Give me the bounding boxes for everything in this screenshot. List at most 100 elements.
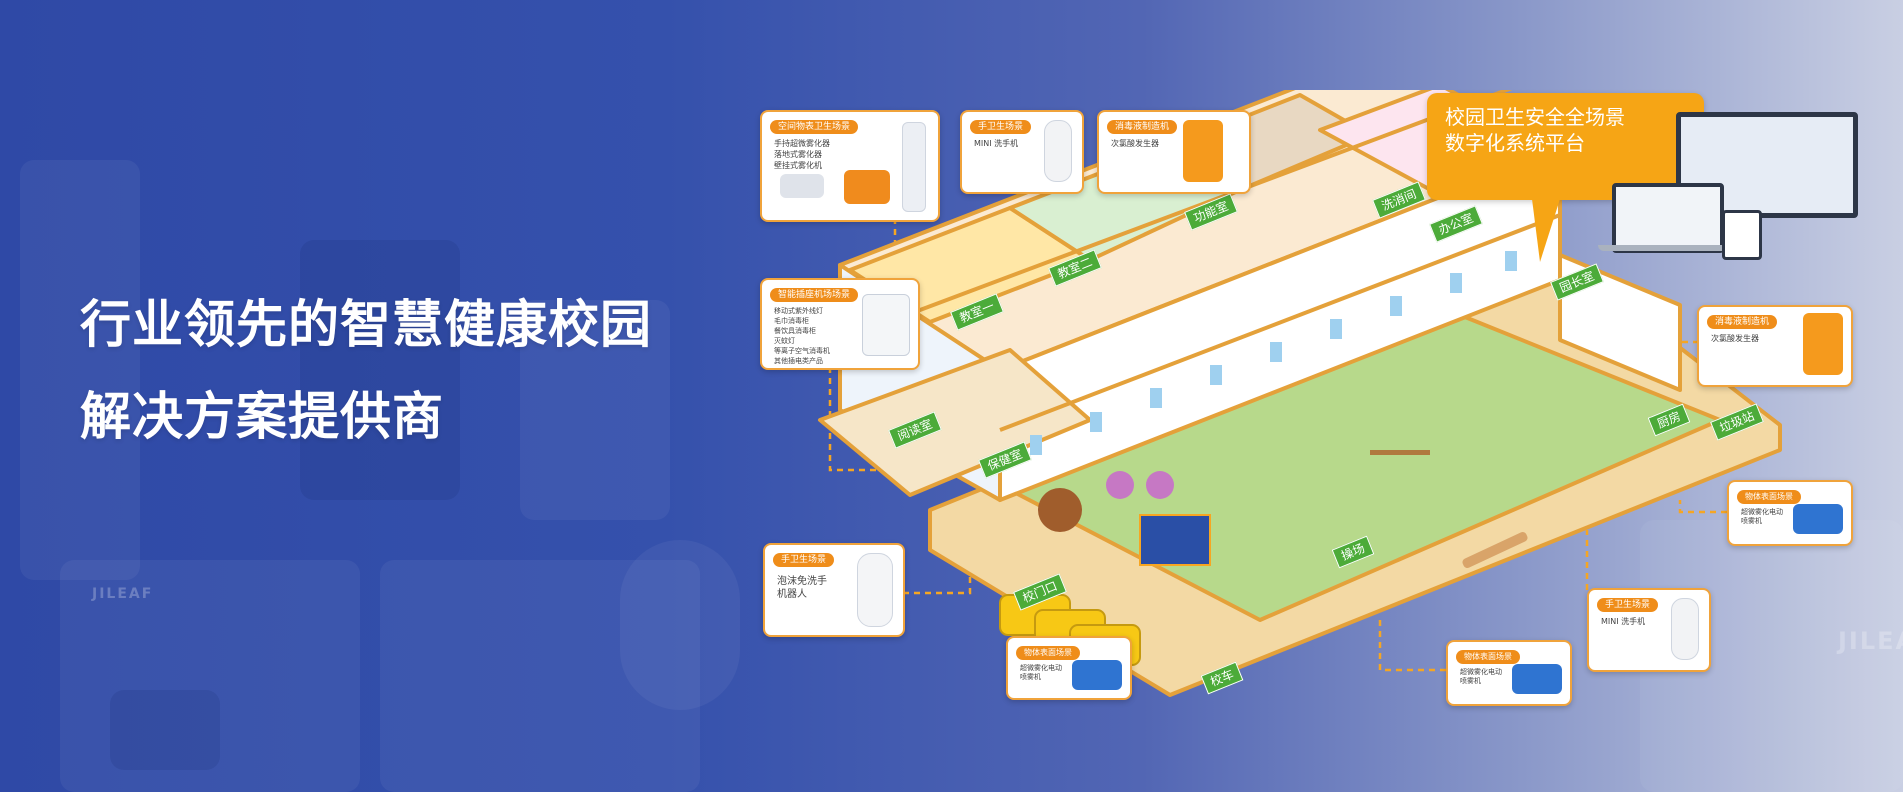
callout-product-item: 喷雾机: [1741, 517, 1762, 525]
floor-atomizer-image: [844, 170, 890, 204]
callout-title: 物体表面场景: [1456, 650, 1520, 664]
hypochlorous-generator-image: [1183, 120, 1223, 182]
callout-product-item: 喷雾机: [1460, 677, 1481, 685]
sculpture: [1106, 471, 1134, 499]
callout-product-item: 毛巾消毒柜: [774, 317, 809, 325]
callout-product-list: 超微雾化电动 喷雾机: [1460, 668, 1502, 686]
connector-line: [1678, 500, 1727, 514]
callout-product-list: 手持超微雾化器 落地式雾化器 壁挂式雾化机: [774, 138, 830, 171]
callout-product-item: 等离子空气消毒机: [774, 347, 830, 355]
background-product-silhouette: [520, 300, 670, 520]
callout-title: 智能插座机场场景: [770, 288, 859, 302]
slide: [1462, 531, 1528, 569]
callout-title: 物体表面场景: [1737, 490, 1801, 504]
platform-title-line-2: 数字化系统平台: [1445, 131, 1585, 155]
electric-sprayer-image: [1072, 660, 1122, 690]
callout-product-list: 次氯酸发生器: [1711, 333, 1759, 344]
window: [1330, 319, 1342, 339]
callout-product-item: 次氯酸发生器: [1711, 334, 1759, 343]
callout-product-item: 其他插电类产品: [774, 357, 823, 365]
platform-dashboard-laptop: [1612, 183, 1724, 253]
electric-sprayer-image: [1793, 504, 1843, 534]
window: [1390, 296, 1402, 316]
callout-product-item: 移动式紫外线灯: [774, 307, 823, 315]
callout-product-list: 移动式紫外线灯 毛巾消毒柜 餐饮具消毒柜 灭蚊灯 等离子空气消毒机 其他插电类产…: [774, 306, 830, 366]
window: [1030, 435, 1042, 455]
background-product-silhouette: [20, 160, 140, 580]
callout-product-item: 喷雾机: [1020, 673, 1041, 681]
callout-product-item: 落地式雾化器: [774, 150, 822, 159]
window: [1450, 273, 1462, 293]
sculpture: [1146, 471, 1174, 499]
platform-dashboard-tablet: [1722, 210, 1762, 260]
platform-dashboard-monitor: [1676, 112, 1858, 218]
digital-platform-panel: 校园卫生安全全场景 数字化系统平台: [1427, 93, 1704, 200]
background-product-silhouette: [620, 540, 740, 710]
callout-product-item: 超微雾化电动: [1020, 664, 1062, 672]
callout-title: 消毒液制造机: [1107, 120, 1178, 134]
handheld-atomizer-image: [780, 174, 824, 198]
connector-line: [1378, 620, 1446, 672]
callout-product-list: MINI 洗手机: [974, 138, 1018, 149]
mini-hand-washer-image: [1044, 120, 1072, 182]
hero-heading-line-1: 行业领先的智慧健康校园: [80, 296, 653, 355]
callout-title: 手卫生场景: [970, 120, 1032, 134]
callout-product-item: 灭蚊灯: [774, 337, 795, 345]
callout-space-surface-hygiene: 空间物表卫生场景 手持超微雾化器 落地式雾化器 壁挂式雾化机: [760, 110, 940, 222]
callout-product-item: 泡沫免洗手: [777, 576, 827, 587]
callout-surface-sprayer-right: 物体表面场景 超微雾化电动 喷雾机: [1727, 480, 1853, 546]
callout-product-item: 次氯酸发生器: [1111, 139, 1159, 148]
callout-surface-sprayer-bottom-right: 物体表面场景 超微雾化电动 喷雾机: [1446, 640, 1572, 706]
window: [1505, 251, 1517, 271]
mascot: [1038, 488, 1082, 532]
info-screen: [1139, 514, 1211, 566]
electric-sprayer-image: [1512, 664, 1562, 694]
hero-heading: 行业领先的智慧健康校园 解决方案提供商: [80, 280, 652, 464]
foam-hand-robot-image: [857, 553, 893, 627]
callout-product-list: 超微雾化电动 喷雾机: [1741, 508, 1783, 526]
window: [1270, 342, 1282, 362]
callout-product-item: 机器人: [777, 589, 807, 600]
mini-hand-washer-image: [1671, 598, 1699, 660]
window: [1090, 412, 1102, 432]
callout-title: 手卫生场景: [773, 553, 835, 567]
callout-disinfectant-generator-top: 消毒液制造机 次氯酸发生器: [1097, 110, 1251, 194]
callout-title: 消毒液制造机: [1707, 315, 1778, 329]
callout-title: 空间物表卫生场景: [770, 120, 859, 134]
callout-product-item: 壁挂式雾化机: [774, 161, 822, 170]
callout-product-item: 手持超微雾化器: [774, 139, 830, 148]
callout-product-list: 次氯酸发生器: [1111, 138, 1159, 149]
callout-product-list: 泡沫免洗手 机器人: [777, 575, 827, 601]
callout-title: 手卫生场景: [1597, 598, 1659, 612]
platform-laptop-base: [1598, 245, 1734, 251]
callout-product-item: 超微雾化电动: [1460, 668, 1502, 676]
connector-line: [828, 356, 900, 472]
kitchen-block: [1558, 253, 1682, 392]
connector-line: [893, 218, 1012, 268]
callout-product-item: MINI 洗手机: [974, 139, 1019, 148]
callout-disinfectant-generator-right: 消毒液制造机 次氯酸发生器: [1697, 305, 1853, 387]
background-product-silhouette: [110, 690, 220, 770]
background-brand-logo: JILEAF: [92, 586, 154, 602]
window: [1210, 365, 1222, 385]
callout-hand-hygiene-mini-right: 手卫生场景 MINI 洗手机: [1587, 588, 1711, 672]
wall-atomizer-image: [902, 122, 926, 212]
background-product-silhouette: [300, 240, 460, 500]
callout-product-item: 超微雾化电动: [1741, 508, 1783, 516]
smart-socket-image: [862, 294, 910, 356]
hypochlorous-generator-image: [1803, 313, 1843, 375]
floor-divider: [999, 213, 1561, 432]
callout-hand-hygiene-mini: 手卫生场景 MINI 洗手机: [960, 110, 1084, 194]
swing-frame: [1370, 450, 1430, 455]
callout-product-item: MINI 洗手机: [1601, 617, 1646, 626]
window: [1150, 388, 1162, 408]
background-product-silhouette: [60, 560, 360, 792]
background-product-silhouette: [380, 560, 700, 792]
callout-smart-socket: 智能插座机场场景 移动式紫外线灯 毛巾消毒柜 餐饮具消毒柜 灭蚊灯 等离子空气消…: [760, 278, 920, 370]
callout-product-item: 餐饮具消毒柜: [774, 327, 816, 335]
callout-title: 物体表面场景: [1016, 646, 1080, 660]
hero-heading-line-2: 解决方案提供商: [80, 388, 445, 447]
background-brand-logo: JILEA: [1838, 627, 1903, 655]
callout-foam-hand-robot: 手卫生场景 泡沫免洗手 机器人: [763, 543, 905, 637]
